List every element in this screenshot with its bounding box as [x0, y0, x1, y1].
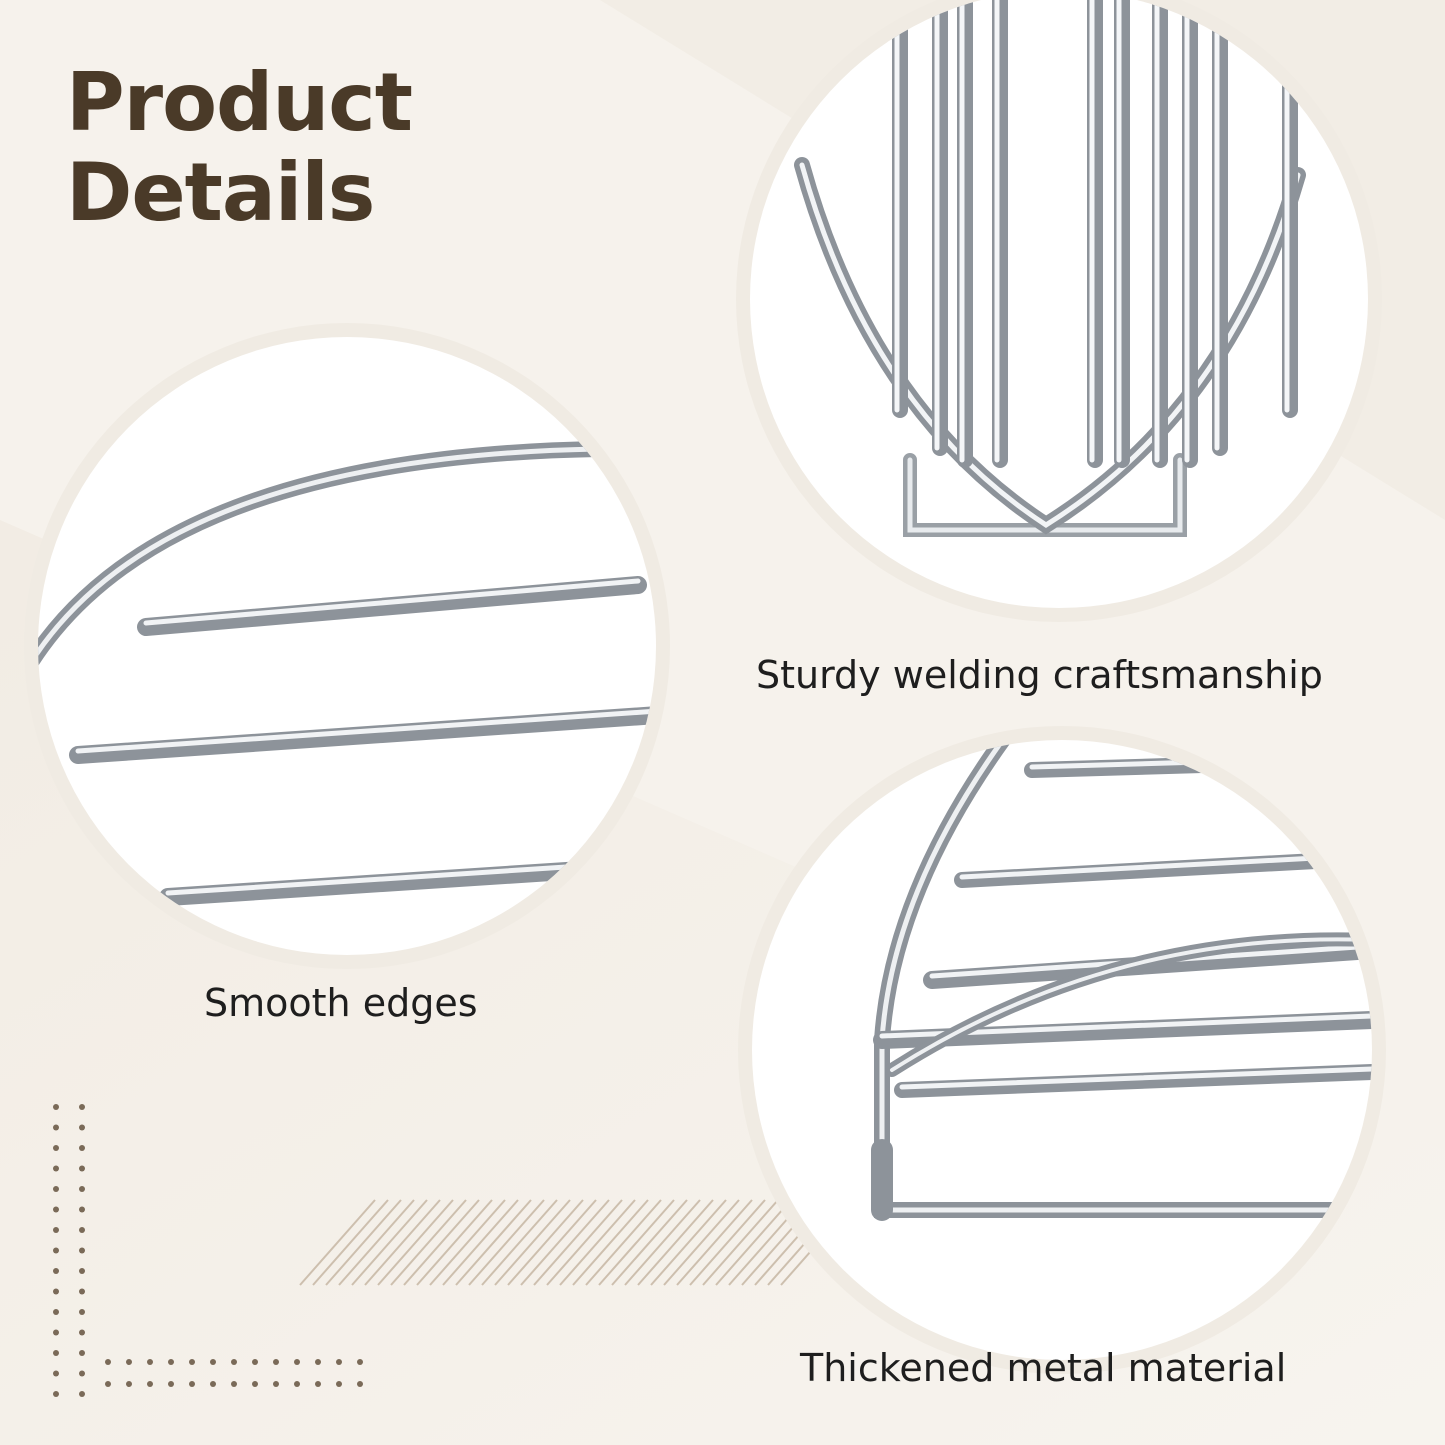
detail-image-thickened-metal: [752, 740, 1372, 1360]
smooth-wire-edge-icon: [38, 441, 656, 906]
thick-metal-wire-icon: [871, 740, 1372, 1221]
dot-grid-horizontal: [105, 1359, 363, 1387]
dot-grid-vertical: [53, 1104, 85, 1397]
page-title: Product Details: [66, 56, 413, 239]
caption-thickened-metal: Thickened metal material: [800, 1346, 1287, 1390]
welded-wire-rack-icon: [794, 0, 1306, 537]
caption-smooth-edges: Smooth edges: [204, 981, 478, 1025]
detail-image-smooth-edges: [38, 337, 656, 955]
page-title-line1: Product: [66, 56, 413, 149]
page-title-line2: Details: [66, 146, 375, 239]
detail-image-welding: [750, 0, 1368, 608]
caption-welding: Sturdy welding craftsmanship: [756, 653, 1323, 697]
